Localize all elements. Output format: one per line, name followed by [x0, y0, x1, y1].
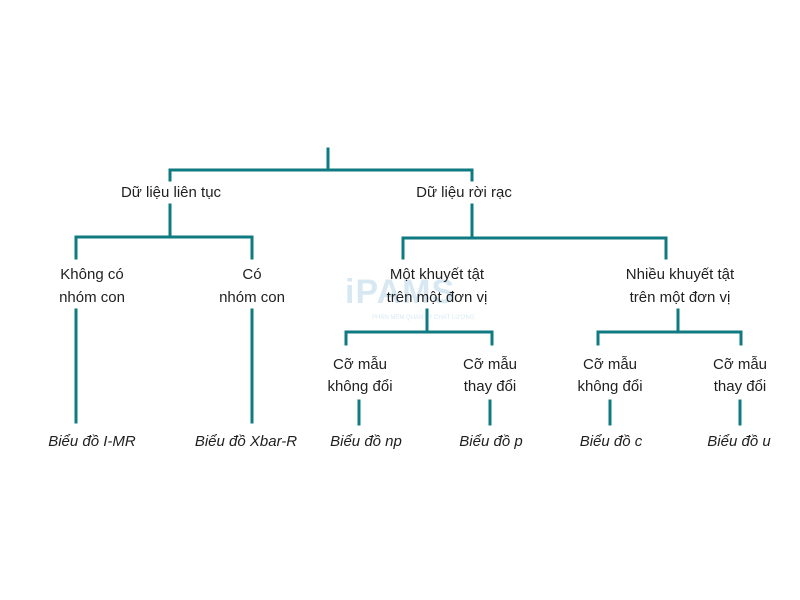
chart-np: Biểu đồ np	[330, 433, 402, 450]
np-sample-size-line1: Cỡ mẫu	[333, 356, 387, 373]
many-defects-label-line2: trên một đơn vị	[630, 289, 731, 306]
no-subgroup-label-line1: Không có	[60, 266, 123, 283]
many-defects-label-line1: Nhiều khuyết tật	[626, 266, 735, 283]
discrete-data-label: Dữ liệu rời rạc	[416, 184, 512, 201]
one-defect-label-line2: trên một đơn vị	[387, 289, 488, 306]
u-sample-size-line2: thay đổi	[714, 378, 767, 395]
svg-text:PHẦN MỀM QUẢN LÝ CHẤT LƯỢNG: PHẦN MỀM QUẢN LÝ CHẤT LƯỢNG	[372, 314, 475, 321]
subgroup-label-line2: nhóm con	[219, 289, 285, 306]
chart-u: Biểu đồ u	[707, 433, 771, 450]
chart-p: Biểu đồ p	[459, 433, 522, 450]
chart-c: Biểu đồ c	[580, 433, 643, 450]
np-sample-size-line2: không đổi	[327, 378, 392, 395]
p-sample-size-line2: thay đổi	[464, 378, 517, 395]
c-sample-size-line1: Cỡ mẫu	[583, 356, 637, 373]
c-sample-size-line2: không đổi	[577, 378, 642, 395]
svg-text:iPAMS: iPAMS	[345, 273, 455, 311]
watermark-logo: iPAMS PHẦN MỀM QUẢN LÝ CHẤT LƯỢNG	[345, 273, 475, 321]
tree-connectors	[74, 147, 743, 426]
chart-xbar-r: Biểu đồ Xbar-R	[195, 433, 297, 450]
one-defect-label-line1: Một khuyết tật	[390, 266, 485, 283]
p-sample-size-line1: Cỡ mẫu	[463, 356, 517, 373]
no-subgroup-label-line2: nhóm con	[59, 289, 125, 306]
continuous-data-label: Dữ liệu liên tục	[121, 184, 222, 201]
subgroup-label-line1: Có	[242, 266, 261, 283]
u-sample-size-line1: Cỡ mẫu	[713, 356, 767, 373]
chart-i-mr: Biểu đồ I-MR	[48, 433, 136, 450]
